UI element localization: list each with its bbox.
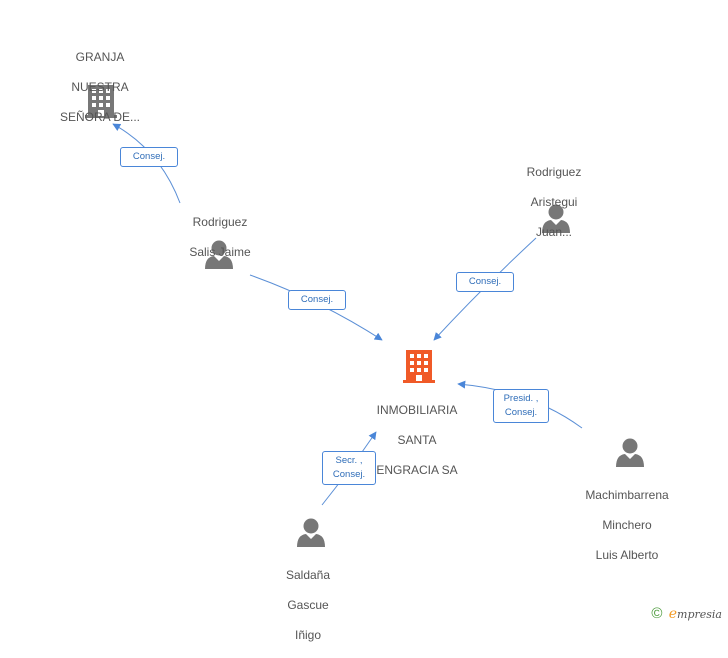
- node-label-line: Salis Jaime: [189, 245, 251, 259]
- brand-name: mpresia: [677, 608, 722, 621]
- node-label-line: Rodriguez: [526, 165, 582, 179]
- node-label-line: Aristegui: [530, 195, 578, 209]
- node-label-line: Machimbarrena: [585, 488, 669, 502]
- node-label-line: INMOBILIARIA: [376, 403, 458, 417]
- edge-label-aristegui-inmobiliaria[interactable]: Consej.: [456, 272, 514, 292]
- building-icon[interactable]: [403, 350, 435, 383]
- edge-label-line: Consej.: [332, 469, 366, 480]
- node-label-line: Juan...: [535, 225, 573, 239]
- footer-brand: © empresia: [651, 605, 722, 622]
- person-icon[interactable]: [205, 240, 233, 270]
- node-label-line: GRANJA: [75, 50, 125, 64]
- edge-label-saldana-inmobiliaria[interactable]: Secr. , Consej.: [322, 451, 376, 485]
- edge-label-salis-granja[interactable]: Consej.: [120, 147, 178, 167]
- node-label-line: SEÑORA DE...: [59, 110, 141, 124]
- node-label-line: Gascue: [287, 598, 329, 612]
- person-icon[interactable]: [616, 438, 644, 468]
- node-label-line: NUESTRA: [71, 80, 129, 94]
- node-label-line: Minchero: [602, 518, 652, 532]
- edge-label-machimbarrena-inmobiliaria[interactable]: Presid. , Consej.: [493, 389, 549, 423]
- building-icon[interactable]: [85, 85, 117, 118]
- node-label-line: Luis Alberto: [595, 548, 659, 562]
- edge-label-line: Consej.: [300, 294, 334, 305]
- node-label-inmobiliaria[interactable]: INMOBILIARIA SANTA ENGRACIA SA: [352, 388, 482, 493]
- node-label-line: Saldaña: [285, 568, 331, 582]
- person-icon[interactable]: [297, 518, 325, 548]
- node-label-machimbarrena[interactable]: Machimbarrena Minchero Luis Alberto: [567, 473, 687, 578]
- edge-label-line: Presid. ,: [503, 393, 539, 404]
- edge-label-line: Secr. ,: [335, 455, 363, 466]
- brand-initial: e: [668, 606, 678, 622]
- node-label-line: ENGRACIA SA: [376, 463, 458, 477]
- relationship-graph: [85, 85, 644, 548]
- node-label-rodriguez-aristegui[interactable]: Rodriguez Aristegui Juan...: [494, 150, 614, 255]
- node-label-granja[interactable]: GRANJA NUESTRA SEÑORA DE...: [40, 35, 160, 140]
- edge-label-salis-inmobiliaria[interactable]: Consej.: [288, 290, 346, 310]
- node-label-line: Iñigo: [294, 628, 322, 642]
- edge-label-line: Consej.: [504, 407, 538, 418]
- edge-label-line: Consej.: [132, 151, 166, 162]
- node-label-rodriguez-salis[interactable]: Rodriguez Salis Jaime: [160, 200, 280, 275]
- edge-label-line: Consej.: [468, 276, 502, 287]
- person-icon[interactable]: [542, 204, 570, 234]
- node-label-saldana[interactable]: Saldaña Gascue Iñigo: [258, 553, 358, 658]
- node-label-line: Rodriguez: [192, 215, 248, 229]
- brand-logo: empresia: [668, 606, 722, 622]
- node-label-line: SANTA: [397, 433, 437, 447]
- copyright-icon: ©: [651, 605, 663, 622]
